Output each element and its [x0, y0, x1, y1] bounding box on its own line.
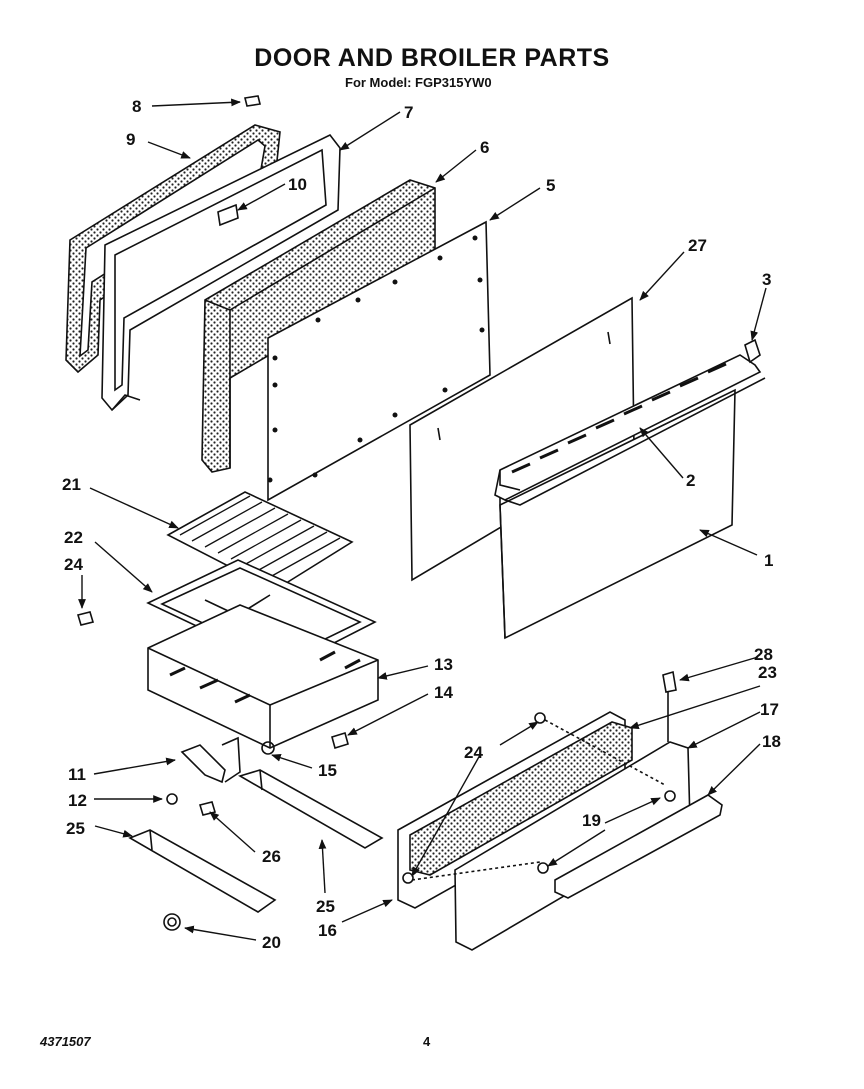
door-liner-part-7 [101, 133, 341, 412]
callout-9: 9 [126, 130, 135, 149]
callout-22: 22 [64, 528, 83, 547]
callout-24-left: 24 [64, 555, 83, 574]
callout-11: 11 [68, 765, 86, 784]
callout-25-right: 25 [316, 897, 335, 916]
callout-23: 23 [758, 663, 777, 682]
hinge-part-3 [744, 338, 761, 364]
model-subtitle: For Model: FGP315YW0 [345, 75, 492, 90]
clip-part-15 [261, 741, 275, 755]
screws-part-24-right [402, 712, 666, 884]
callout-28: 28 [754, 645, 773, 664]
callout-17: 17 [760, 700, 779, 719]
broiler-drawer-part-13 [147, 604, 379, 749]
rail-part-25-right [237, 769, 384, 849]
callout-5: 5 [546, 176, 555, 195]
rail-part-25-left [128, 829, 277, 913]
callout-14: 14 [434, 683, 453, 702]
screw-part-24-left [76, 611, 95, 626]
callout-2: 2 [686, 471, 695, 490]
callout-26: 26 [262, 847, 281, 866]
bracket-part-11 [180, 736, 241, 784]
bracket-part-10 [217, 203, 239, 227]
callout-10: 10 [288, 175, 307, 194]
nut-part-12 [166, 793, 178, 805]
callout-7: 7 [404, 103, 413, 122]
callout-3: 3 [762, 270, 771, 289]
screw-part-8 [244, 95, 261, 107]
screws-part-19 [537, 790, 676, 874]
vent-slots [511, 362, 727, 474]
callout-18: 18 [762, 732, 781, 751]
door-handle-part-2 [494, 354, 766, 506]
door-inner-panel-part-5 [267, 220, 491, 502]
callout-27: 27 [688, 236, 707, 255]
callout-25-left: 25 [66, 819, 85, 838]
document-number: 4371507 [40, 1034, 91, 1049]
callout-19: 19 [582, 811, 601, 830]
callout-12: 12 [68, 791, 87, 810]
screw-part-28 [662, 670, 677, 742]
callout-20: 20 [262, 933, 281, 952]
broiler-insulation-part-23 [409, 721, 633, 876]
callout-13: 13 [434, 655, 453, 674]
leader-lines [78, 98, 767, 941]
callout-1: 1 [764, 551, 773, 570]
bumper-part-20 [163, 913, 181, 931]
callout-8: 8 [132, 97, 141, 116]
callout-15: 15 [318, 761, 337, 780]
callout-16: 16 [318, 921, 337, 940]
callout-6: 6 [480, 138, 489, 157]
page-number: 4 [423, 1034, 431, 1049]
callout-21: 21 [62, 475, 81, 494]
callout-24-right: 24 [464, 743, 483, 762]
page-title: DOOR AND BROILER PARTS [254, 44, 610, 72]
screw-part-26 [198, 801, 217, 816]
clip-part-14 [331, 731, 349, 750]
